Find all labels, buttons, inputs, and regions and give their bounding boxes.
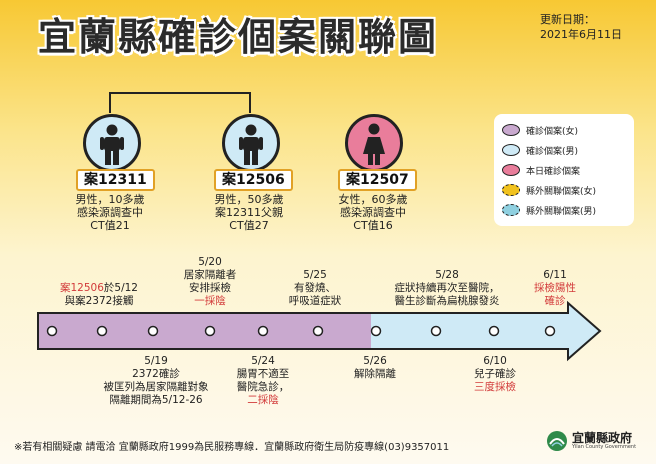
case-desc-line: CT值21 <box>90 219 130 232</box>
legend-item: 縣外關聯個案(男) <box>502 200 626 220</box>
event-date: 6/10 <box>483 355 507 367</box>
page-title: 宜蘭縣確診個案關聯圖 <box>38 15 439 59</box>
legend-label: 確診個案(女) <box>526 126 579 137</box>
event-date: 5/28 <box>435 269 459 281</box>
timeline-node <box>96 325 108 337</box>
case-12311-desc: 男性，10多歲 感染源調查中 CT值21 <box>55 193 165 232</box>
event-0610: 6/10 兒子確診 三度採檢 <box>460 355 530 394</box>
case-desc-line: CT值27 <box>229 219 269 232</box>
female-icon <box>363 123 385 165</box>
event-line: 有發燒、 <box>294 282 336 294</box>
update-label: 更新日期： <box>540 13 595 26</box>
event-0611: 6/11 採檢陽性 確診 <box>520 269 590 308</box>
event-0528: 5/28 症狀持續再次至醫院， 醫生診斷為扁桃腺發炎 <box>372 269 522 308</box>
event-line: 被匡列為居家隔離對象 <box>103 381 209 393</box>
legend-item: 縣外關聯個案(女) <box>502 180 626 200</box>
event-0525: 5/25 有發燒、 呼吸道症狀 <box>270 269 360 308</box>
event-date: 5/25 <box>303 269 327 281</box>
event-line: 症狀持續再次至醫院， <box>394 282 500 294</box>
yilan-logo-icon <box>547 431 567 451</box>
timeline-node <box>430 325 442 337</box>
footer-note: ※若有相關疑慮 請電洽 宜蘭縣政府1999為民服務專線．宜蘭縣政府衛生局防疫專線… <box>14 442 450 453</box>
legend-swatch <box>502 144 520 156</box>
case-12507-desc: 女性，60多歲 感染源調查中 CT值16 <box>318 193 428 232</box>
case-12506-tag: 案12506 <box>214 169 293 191</box>
case-desc-line: 女性，60多歲 <box>338 193 408 206</box>
timeline-node <box>488 325 500 337</box>
update-date: 更新日期： 2021年6月11日 <box>540 12 622 42</box>
event-date: 5/24 <box>251 355 275 367</box>
event-highlight: 案12506 <box>60 282 104 294</box>
event-date: 6/11 <box>543 269 567 281</box>
logo-sub: Yilan County Government <box>572 444 637 450</box>
case-desc-line: 男性，50多歲 <box>214 193 284 206</box>
event-0520: 5/20 居家隔離者 安排採檢 一採陰 <box>165 256 255 308</box>
event-highlight: 二採陰 <box>247 394 279 406</box>
male-icon <box>239 124 263 165</box>
event-line: 居家隔離者 <box>183 269 237 281</box>
timeline-node <box>544 325 556 337</box>
logo: 宜蘭縣政府 Yilan County Government <box>546 430 636 452</box>
event-0524: 5/24 腸胃不適至 醫院急診， 二採陰 <box>218 355 308 407</box>
timeline-node <box>257 325 269 337</box>
event-text: 於5/12 <box>103 282 138 294</box>
event-line: 案12506於5/12 <box>44 282 154 295</box>
timeline-node <box>370 325 382 337</box>
logo-name: 宜蘭縣政府 <box>572 431 633 445</box>
event-line: 腸胃不適至 <box>236 368 290 380</box>
legend-swatch <box>502 204 520 216</box>
case-12507-tag: 案12507 <box>338 169 417 191</box>
legend-item: 確診個案(女) <box>502 120 626 140</box>
legend-item: 確診個案(男) <box>502 140 626 160</box>
legend-swatch <box>502 124 520 136</box>
event-line: 安排採檢 <box>189 282 231 294</box>
event-date: 5/26 <box>363 355 387 367</box>
legend-label: 縣外關聯個案(女) <box>526 186 597 197</box>
timeline-node <box>147 325 159 337</box>
timeline-node <box>312 325 324 337</box>
legend-label: 縣外關聯個案(男) <box>526 206 597 217</box>
event-line: 與案2372接觸 <box>64 295 134 307</box>
case-desc-line: 感染源調查中 <box>77 206 143 219</box>
case-12311-tag: 案12311 <box>76 169 155 191</box>
event-highlight: 一採陰 <box>194 295 226 307</box>
male-icon <box>100 124 124 165</box>
case-desc-line: 男性，10多歲 <box>75 193 145 206</box>
event-date: 5/19 <box>144 355 168 367</box>
legend-label: 確診個案(男) <box>526 146 579 157</box>
event-highlight: 採檢陽性 <box>534 282 576 294</box>
event-0512: 案12506於5/12 與案2372接觸 <box>44 282 154 308</box>
case-12506-desc: 男性，50多歲 案12311父親 CT值27 <box>194 193 304 232</box>
case-desc-line: CT值16 <box>353 219 393 232</box>
event-line: 隔離期間為5/12-26 <box>109 394 203 406</box>
event-line: 醫院急診， <box>236 381 290 393</box>
update-value: 2021年6月11日 <box>540 28 622 41</box>
event-line: 解除隔離 <box>354 368 396 380</box>
legend: 確診個案(女) 確診個案(男) 本日確診個案 縣外關聯個案(女) 縣外關聯個案(… <box>494 114 634 226</box>
event-line: 醫生診斷為扁桃腺發炎 <box>394 295 500 307</box>
event-highlight: 確診 <box>544 295 566 307</box>
event-line: 呼吸道症狀 <box>288 295 342 307</box>
event-0526: 5/26 解除隔離 <box>340 355 410 381</box>
timeline-node <box>204 325 216 337</box>
legend-swatch <box>502 184 520 196</box>
timeline-node <box>46 325 58 337</box>
case-desc-line: 感染源調查中 <box>340 206 406 219</box>
legend-label: 本日確診個案 <box>526 166 581 177</box>
legend-item: 本日確診個案 <box>502 160 626 180</box>
event-0519: 5/19 2372確診 被匡列為居家隔離對象 隔離期間為5/12-26 <box>86 355 226 407</box>
case-desc-line: 案12311父親 <box>215 206 283 219</box>
event-date: 5/20 <box>198 256 222 268</box>
event-line: 兒子確診 <box>474 368 516 380</box>
event-line: 2372確診 <box>132 368 180 380</box>
event-highlight: 三度採檢 <box>474 381 516 393</box>
legend-swatch <box>502 164 520 176</box>
